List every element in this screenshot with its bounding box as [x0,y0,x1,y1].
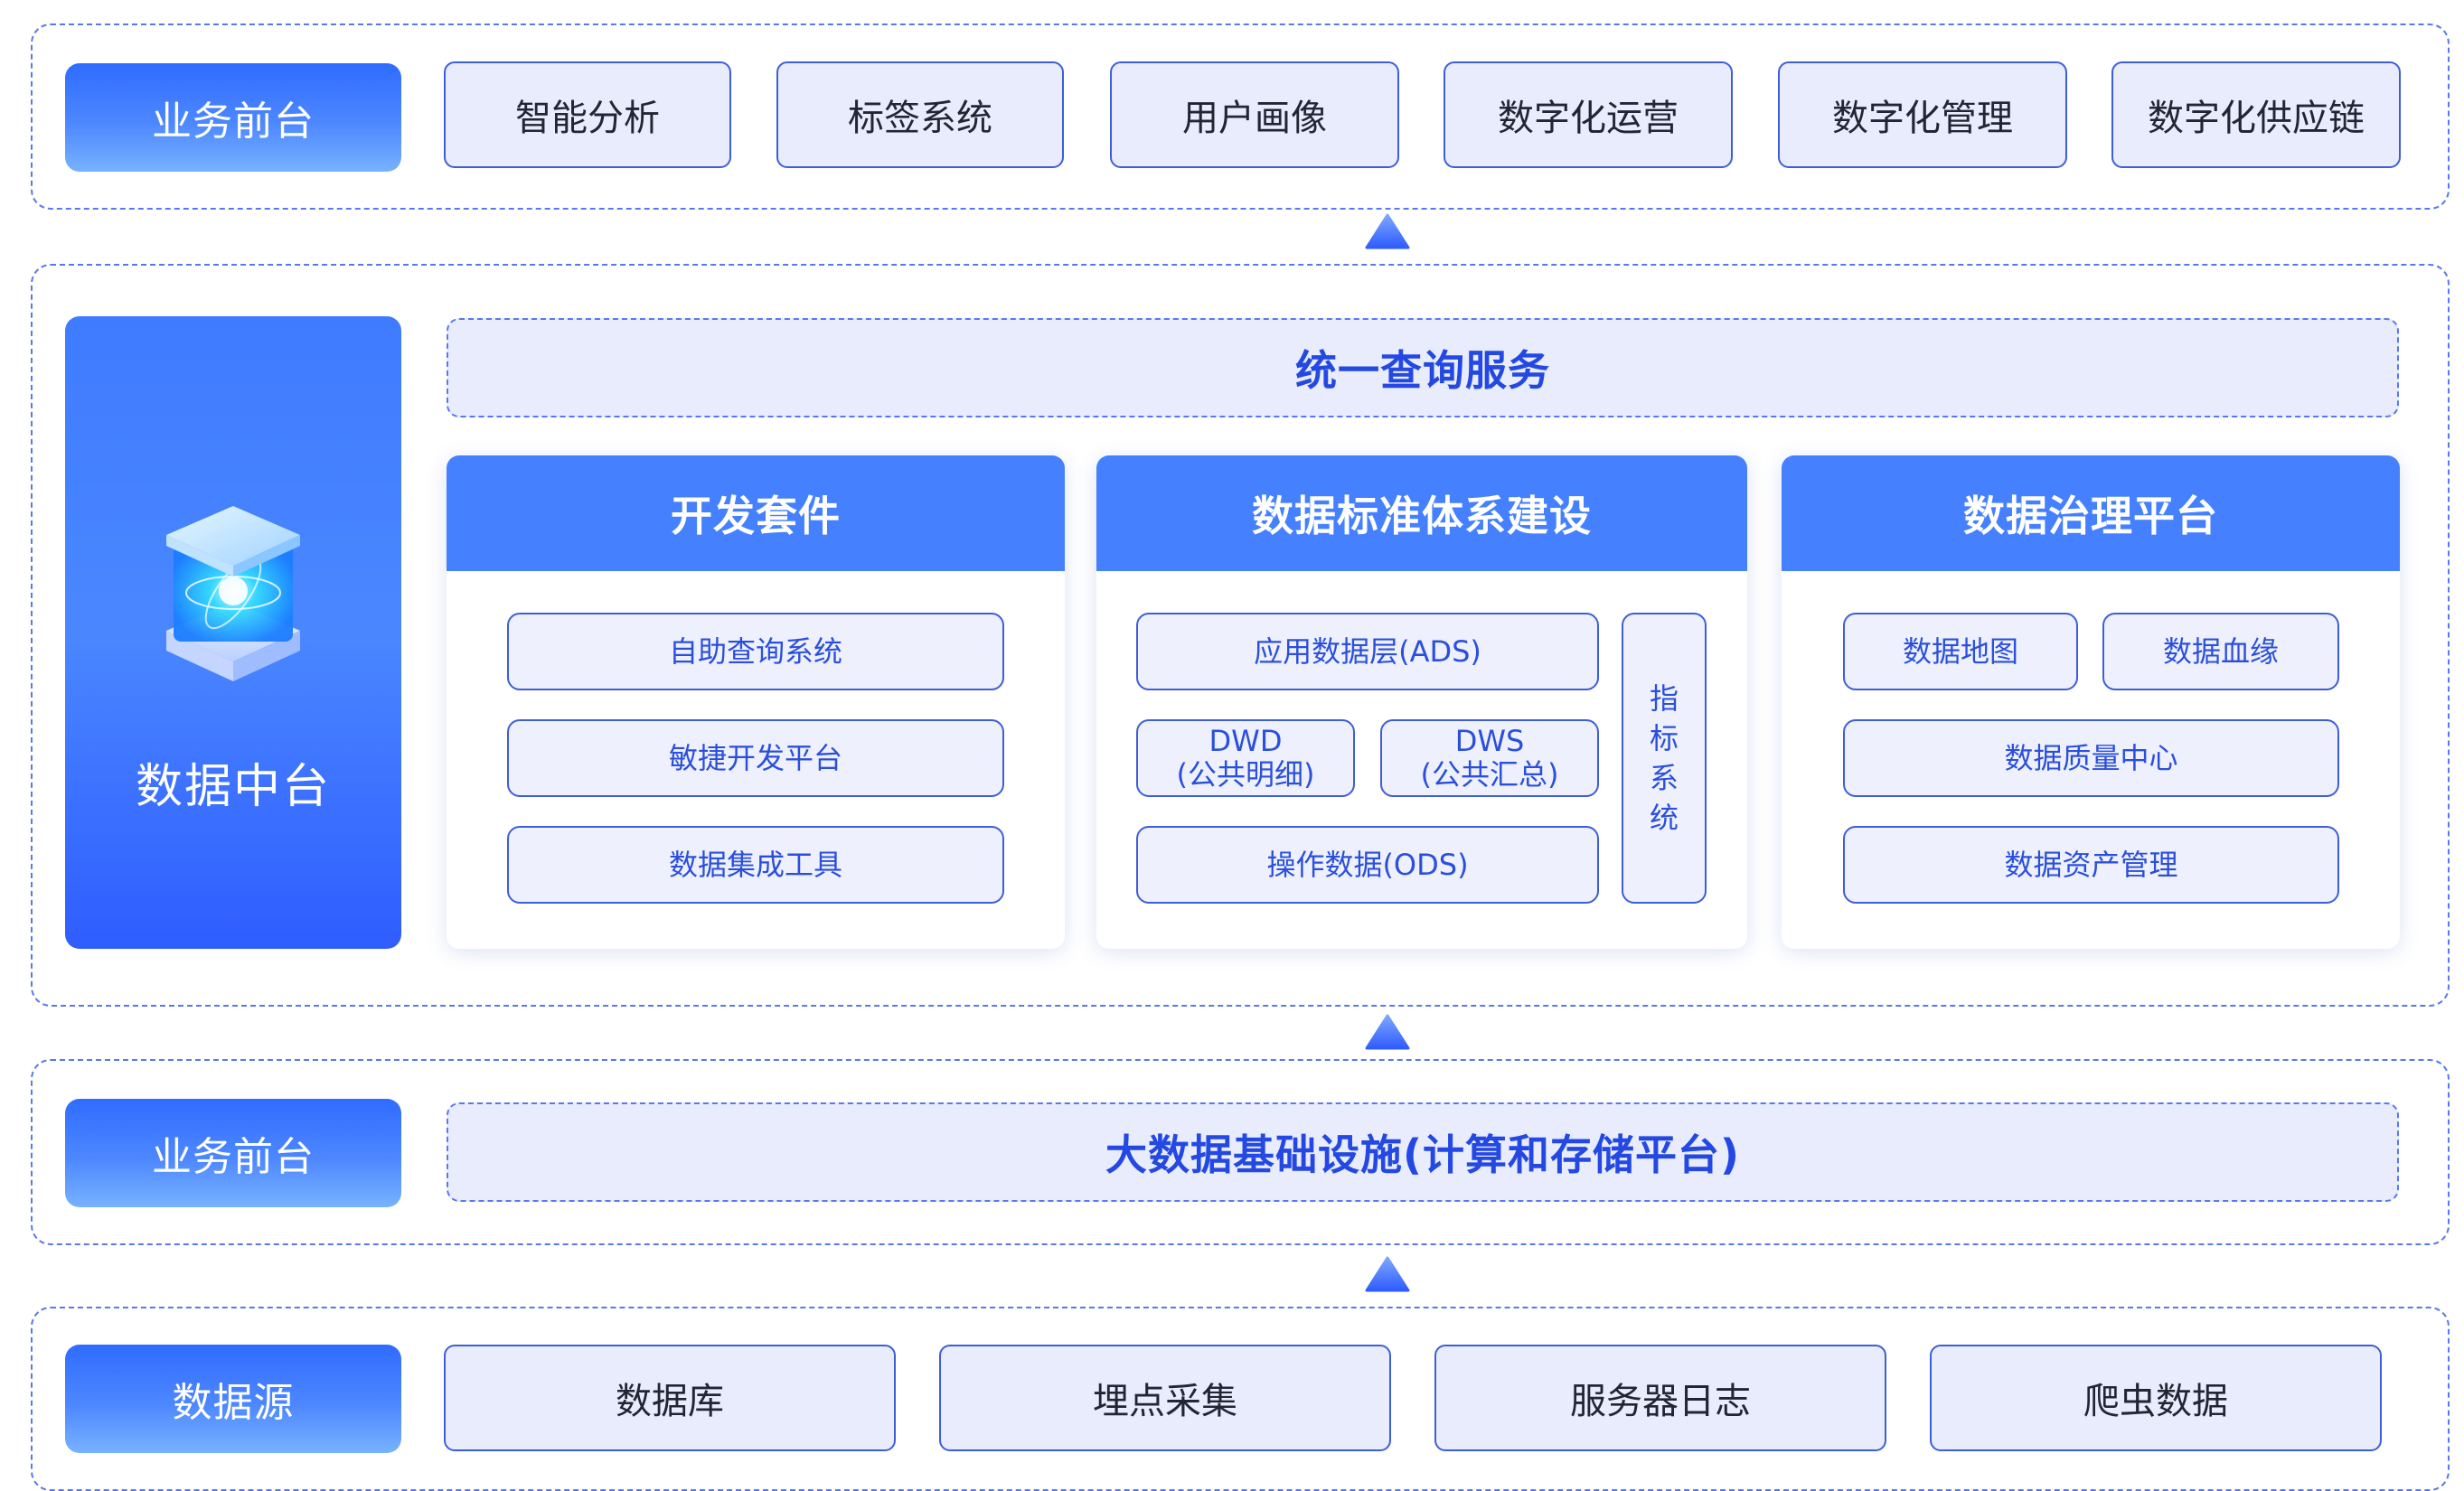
metric-char: 统 [1649,801,1679,835]
metric-char: 指 [1649,681,1679,716]
data-cube-icon [154,495,313,690]
dwd-desc: (公共明细) [1176,757,1315,792]
metric-char: 系 [1649,761,1679,795]
source-database[interactable]: 数据库 [444,1345,896,1451]
data-map[interactable]: 数据地图 [1843,613,2078,690]
data-standard-title: 数据标准体系建设 [1096,455,1747,571]
dws-name: DWS [1454,724,1525,759]
front-item-user-profile[interactable]: 用户画像 [1110,61,1399,168]
dws-desc: (公共汇总) [1420,757,1559,792]
front-item-analysis[interactable]: 智能分析 [444,61,731,168]
data-source-tag: 数据源 [65,1345,401,1453]
front-item-digital-operation[interactable]: 数字化运营 [1444,61,1733,168]
dwd-name: DWD [1208,724,1283,759]
data-quality-center[interactable]: 数据质量中心 [1843,719,2339,797]
data-lineage[interactable]: 数据血缘 [2102,613,2339,690]
dws-layer[interactable]: DWS (公共汇总) [1380,719,1599,797]
infrastructure-tag: 业务前台 [65,1099,401,1207]
self-service-query-system[interactable]: 自助查询系统 [507,613,1004,690]
dwd-layer[interactable]: DWD (公共明细) [1136,719,1355,797]
dev-kit-title: 开发套件 [447,455,1065,571]
data-middle-panel: 数据中台 [65,316,401,949]
governance-title: 数据治理平台 [1782,455,2400,571]
unified-query-service[interactable]: 统一查询服务 [447,318,2399,417]
ods-layer[interactable]: 操作数据(ODS) [1136,826,1599,904]
source-server-logs[interactable]: 服务器日志 [1434,1345,1886,1451]
source-crawler-data[interactable]: 爬虫数据 [1930,1345,2382,1451]
front-item-tag-system[interactable]: 标签系统 [776,61,1064,168]
source-tracking-collection[interactable]: 埋点采集 [939,1345,1391,1451]
big-data-infrastructure[interactable]: 大数据基础设施(计算和存储平台) [447,1102,2399,1202]
up-arrow-icon [1365,213,1410,249]
data-asset-management[interactable]: 数据资产管理 [1843,826,2339,904]
up-arrow-icon [1365,1014,1410,1050]
data-middle-label: 数据中台 [135,760,331,814]
agile-dev-platform[interactable]: 敏捷开发平台 [507,719,1004,797]
ads-layer[interactable]: 应用数据层(ADS) [1136,613,1599,690]
front-item-digital-supply-chain[interactable]: 数字化供应链 [2111,61,2401,168]
front-item-digital-management[interactable]: 数字化管理 [1778,61,2067,168]
metric-char: 标 [1649,721,1679,755]
metric-system[interactable]: 指 标 系 统 [1622,613,1707,904]
up-arrow-icon [1365,1256,1410,1292]
data-integration-tool[interactable]: 数据集成工具 [507,826,1004,904]
business-front-tag: 业务前台 [65,63,401,172]
